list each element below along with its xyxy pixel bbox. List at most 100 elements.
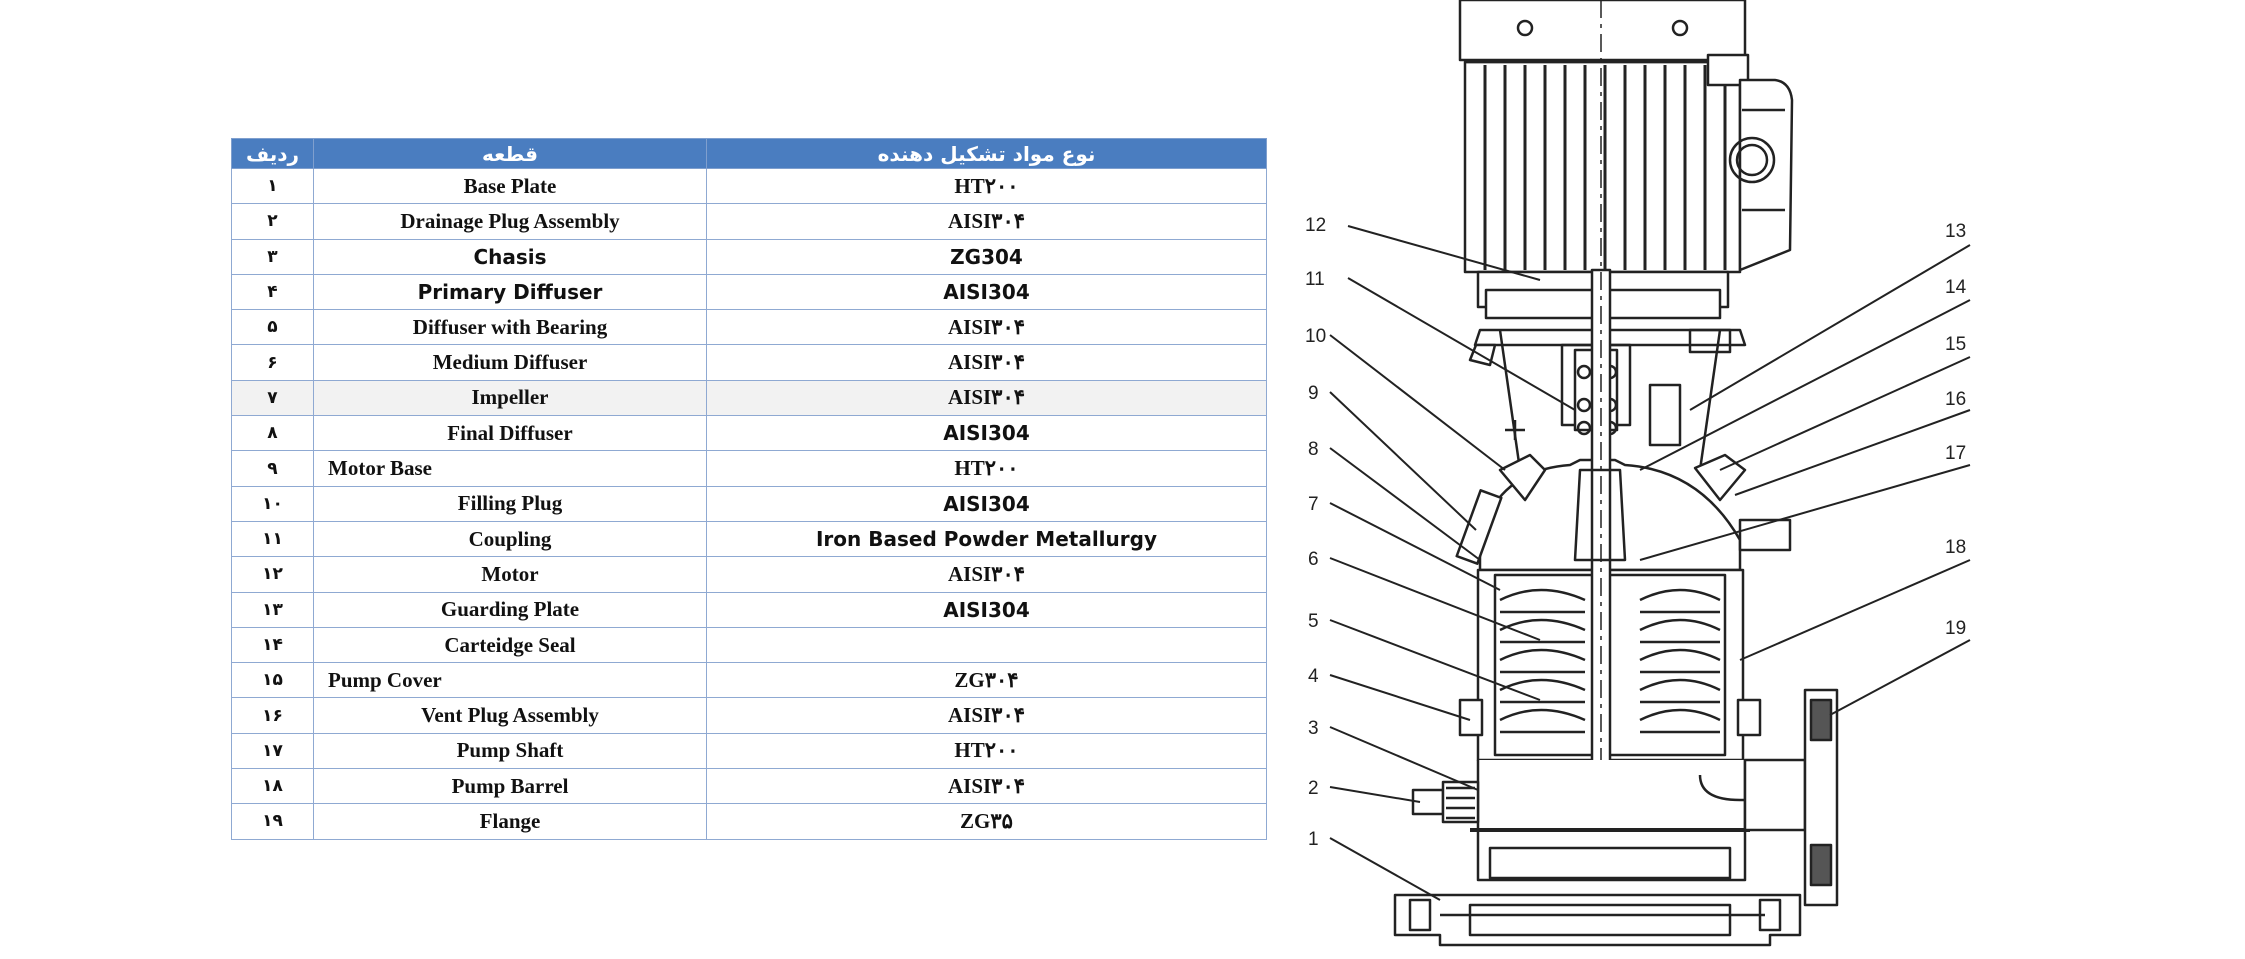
callout-labels: 1 2 3 4 5 6 7 8 9 10 11 12 13 14 15 16 1… <box>1305 215 1967 850</box>
callout-16: 16 <box>1945 389 1966 410</box>
row-part: Diffuser with Bearing <box>313 309 707 346</box>
row-index: ۱۵ <box>231 662 314 699</box>
callout-7: 7 <box>1308 494 1319 515</box>
row-material: AISI۳۰۴ <box>706 379 1267 417</box>
row-index: ۶ <box>231 344 314 381</box>
row-material: ZG304 <box>706 238 1267 275</box>
outlet-flange <box>1743 688 1839 907</box>
row-material: AISI۳۰۴ <box>706 309 1267 346</box>
row-material: AISI304 <box>706 485 1267 522</box>
table-header-row: ردیف قطعه نوع مواد تشکیل دهنده <box>231 138 1267 169</box>
row-index: ۱۰ <box>231 485 314 522</box>
row-index: ۳ <box>231 238 314 275</box>
row-part: Chasis <box>313 238 707 275</box>
row-part: Base Plate <box>313 167 707 205</box>
row-material <box>706 626 1267 664</box>
row-index: ۵ <box>231 309 314 346</box>
row-part: Carteidge Seal <box>313 626 707 664</box>
row-index: ۸ <box>231 415 314 452</box>
row-material: AISI۳۰۴ <box>706 768 1267 805</box>
row-index: ۱۸ <box>231 768 314 805</box>
chassis <box>1470 760 1797 882</box>
row-material: AISI۳۰۴ <box>706 556 1267 593</box>
row-material: HT۲۰۰ <box>706 450 1267 487</box>
motor-housing <box>1458 0 1750 274</box>
row-part: Pump Barrel <box>313 768 707 805</box>
leader-lines <box>1329 225 1971 901</box>
header-part: قطعه <box>313 138 707 169</box>
callout-1: 1 <box>1308 829 1319 850</box>
row-part: Guarding Plate <box>313 591 707 628</box>
row-part: Coupling <box>313 520 707 558</box>
row-index: ۱۴ <box>231 626 314 664</box>
row-index: ۴ <box>231 273 314 311</box>
row-index: ۱۹ <box>231 803 314 840</box>
row-part: Flange <box>313 803 707 840</box>
callout-18: 18 <box>1945 537 1966 558</box>
row-part: Impeller <box>313 379 707 417</box>
callout-5: 5 <box>1308 611 1319 632</box>
row-material: AISI304 <box>706 415 1267 452</box>
pump-cross-section-diagram: 1 2 3 4 5 6 7 8 9 10 11 12 13 14 15 16 1… <box>1305 0 1971 947</box>
callout-17: 17 <box>1945 443 1966 464</box>
row-part: Pump Cover <box>313 662 707 699</box>
callout-10: 10 <box>1305 326 1326 347</box>
row-index: ۹ <box>231 450 314 487</box>
row-part: Medium Diffuser <box>313 344 707 381</box>
row-part: Drainage Plug Assembly <box>313 203 707 240</box>
header-material: نوع مواد تشکیل دهنده <box>706 138 1267 169</box>
row-index: ۱۷ <box>231 732 314 770</box>
row-part: Final Diffuser <box>313 415 707 452</box>
row-part: Pump Shaft <box>313 732 707 770</box>
callout-15: 15 <box>1945 334 1966 355</box>
terminal-box <box>1728 78 1794 272</box>
row-part: Motor <box>313 556 707 593</box>
row-index: ۱۳ <box>231 591 314 628</box>
row-material: AISI304 <box>706 591 1267 628</box>
callout-3: 3 <box>1308 718 1319 739</box>
row-index: ۲ <box>231 203 314 240</box>
callout-14: 14 <box>1945 277 1967 298</box>
row-material: AISI۳۰۴ <box>706 203 1267 240</box>
row-material: HT۲۰۰ <box>706 732 1267 770</box>
row-material: ZG۳۰۴ <box>706 662 1267 699</box>
header-index: ردیف <box>231 138 314 169</box>
row-material: Iron Based Powder Metallurgy <box>706 520 1267 558</box>
row-material: ZG۳۵ <box>706 803 1267 840</box>
row-part: Vent Plug Assembly <box>313 697 707 734</box>
motor-flange <box>1476 270 1730 320</box>
row-material: HT۲۰۰ <box>706 167 1267 205</box>
row-part: Primary Diffuser <box>313 273 707 311</box>
row-material: AISI۳۰۴ <box>706 697 1267 734</box>
row-part: Motor Base <box>313 450 707 487</box>
row-index: ۱ <box>231 167 314 205</box>
base-plate <box>1393 893 1802 947</box>
callout-4: 4 <box>1308 666 1319 687</box>
callout-19: 19 <box>1945 618 1966 639</box>
callout-8: 8 <box>1308 439 1319 460</box>
callout-11: 11 <box>1305 269 1325 290</box>
row-part: Filling Plug <box>313 485 707 522</box>
drainage-plug <box>1411 780 1480 824</box>
callout-6: 6 <box>1308 549 1319 570</box>
callout-13: 13 <box>1945 221 1966 242</box>
row-index: ۱۱ <box>231 520 314 558</box>
callout-12: 12 <box>1305 215 1326 236</box>
